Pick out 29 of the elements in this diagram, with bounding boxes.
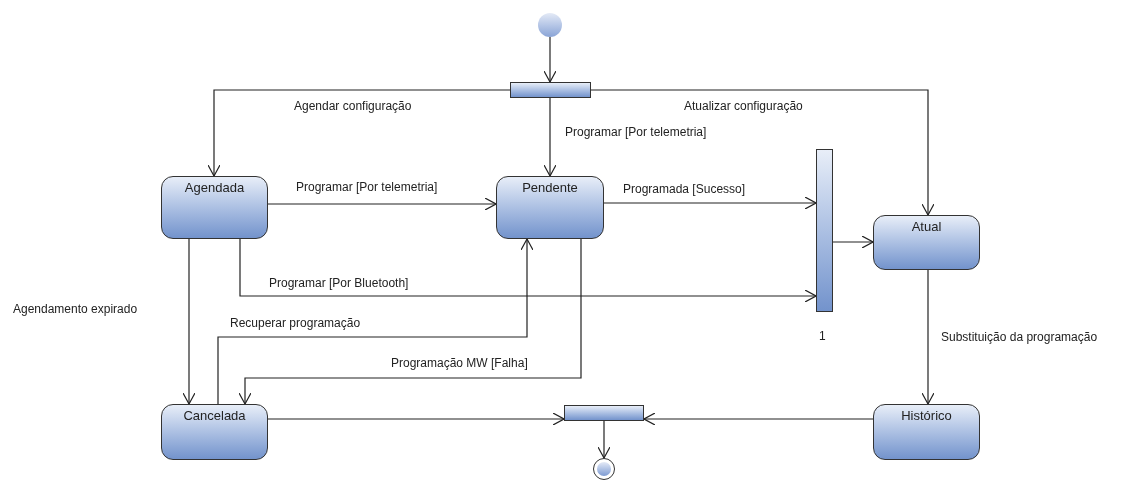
sync-bar — [510, 82, 591, 98]
state-name: Pendente — [522, 179, 578, 197]
arrow — [832, 235, 874, 249]
arrow — [267, 197, 497, 211]
state-box — [161, 404, 268, 460]
sync-bar — [816, 149, 833, 312]
state-box — [873, 215, 980, 270]
state-name: Cancelada — [183, 407, 246, 425]
state-box — [496, 176, 604, 239]
arrow — [543, 36, 557, 83]
arrow — [543, 97, 557, 177]
state-name: Agendada — [184, 179, 245, 197]
sync-bar — [564, 405, 644, 421]
arrow — [182, 238, 196, 405]
arrow — [590, 89, 935, 216]
arrow — [643, 412, 874, 426]
arrow — [238, 238, 582, 405]
arrow — [597, 420, 611, 459]
state-name: Histórico — [901, 407, 952, 425]
arrow — [921, 269, 935, 405]
arrow — [207, 89, 511, 177]
state-name: Atual — [911, 218, 942, 236]
state-box — [873, 404, 980, 460]
multiplicity-label: 1 — [819, 328, 826, 345]
arrow — [267, 412, 565, 426]
state-box — [161, 176, 268, 239]
arrow — [217, 238, 534, 405]
arrow — [603, 196, 817, 210]
arrow — [239, 238, 817, 303]
